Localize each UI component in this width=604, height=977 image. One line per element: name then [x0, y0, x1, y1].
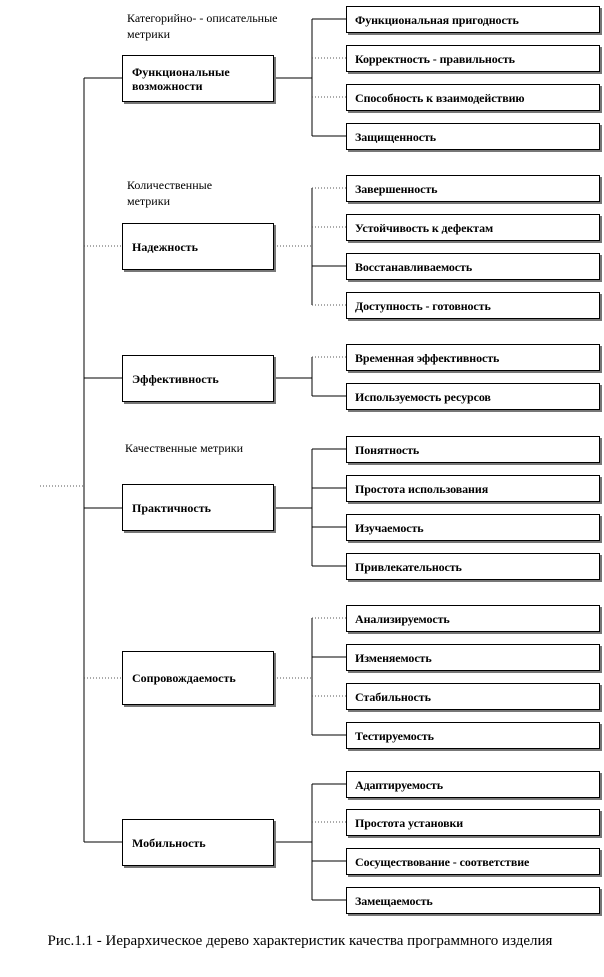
leaf-label: Простота установки	[355, 815, 464, 830]
group-portability: Мобильность	[122, 819, 274, 866]
group-label: Сопровождаемость	[132, 671, 236, 685]
leaf-label: Простота использования	[355, 481, 489, 496]
leaf-analysability: Анализируемость	[346, 605, 600, 632]
group-label: Надежность	[132, 239, 198, 254]
leaf-label: Изучаемость	[355, 520, 424, 535]
leaf-functional-suitability: Функциональная пригодность	[346, 6, 600, 33]
leaf-operability: Простота использования	[346, 475, 600, 502]
group-label: Функциональные возможности	[132, 64, 230, 93]
leaf-changeability: Изменяемость	[346, 644, 600, 671]
leaf-installability: Простота установки	[346, 809, 600, 836]
leaf-label: Привлекательность	[355, 559, 462, 574]
leaf-label: Завершенность	[355, 181, 438, 196]
leaf-label: Тестируемость	[355, 728, 434, 743]
leaf-label: Стабильность	[355, 689, 431, 704]
leaf-label: Замещаемость	[355, 893, 433, 908]
group-label: Практичность	[132, 500, 211, 515]
group-maintainability: Сопровождаемость	[122, 651, 274, 705]
leaf-maturity: Завершенность	[346, 175, 600, 202]
leaf-label: Корректность - правильность	[355, 51, 515, 66]
leaf-attractiveness: Привлекательность	[346, 553, 600, 580]
leaf-stability: Стабильность	[346, 683, 600, 710]
note-categorical-metrics: Категорийно- - описательные метрики	[127, 11, 278, 41]
leaf-fault-tolerance: Устойчивость к дефектам	[346, 214, 600, 241]
leaf-label: Доступность - готовность	[355, 298, 491, 313]
leaf-co-existence: Сосуществование - соответствие	[346, 848, 600, 875]
leaf-understandability: Понятность	[346, 436, 600, 463]
leaf-label: Используемость ресурсов	[355, 389, 491, 404]
leaf-label: Защищенность	[355, 129, 437, 144]
leaf-label: Анализируемость	[355, 611, 450, 626]
leaf-security: Защищенность	[346, 123, 600, 150]
leaf-learnability: Изучаемость	[346, 514, 600, 541]
leaf-adaptability: Адаптируемость	[346, 771, 600, 798]
group-reliability: Надежность	[122, 223, 274, 270]
leaf-label: Адаптируемость	[355, 777, 443, 792]
group-functionality: Функциональные возможности	[122, 55, 274, 102]
group-label: Эффективность	[132, 371, 219, 386]
note-quantitative-metrics: Количественные метрики	[127, 178, 213, 208]
leaf-interoperability: Способность к взаимодействию	[346, 84, 600, 111]
leaf-replaceability: Замещаемость	[346, 887, 600, 914]
leaf-label: Функциональная пригодность	[355, 12, 519, 27]
leaf-label: Восстанавливаемость	[355, 259, 473, 274]
group-efficiency: Эффективность	[122, 355, 274, 402]
leaf-label: Устойчивость к дефектам	[355, 220, 494, 235]
leaf-label: Понятность	[355, 442, 420, 457]
group-usability: Практичность	[122, 484, 274, 531]
leaf-availability: Доступность - готовность	[346, 292, 600, 319]
leaf-correctness: Корректность - правильность	[346, 45, 600, 72]
leaf-testability: Тестируемость	[346, 722, 600, 749]
group-label: Мобильность	[132, 835, 206, 850]
leaf-label: Временная эффективность	[355, 350, 500, 365]
figure-caption: Рис.1.1 - Иерархическое дерево характери…	[47, 933, 553, 949]
leaf-recoverability: Восстанавливаемость	[346, 253, 600, 280]
leaf-resource-utilisation: Используемость ресурсов	[346, 383, 600, 410]
leaf-label: Изменяемость	[355, 650, 432, 665]
leaf-label: Способность к взаимодействию	[355, 90, 525, 105]
note-qualitative-metrics: Качественные метрики	[125, 441, 244, 455]
leaf-label: Сосуществование - соответствие	[355, 854, 530, 869]
leaf-time-behaviour: Временная эффективность	[346, 344, 600, 371]
